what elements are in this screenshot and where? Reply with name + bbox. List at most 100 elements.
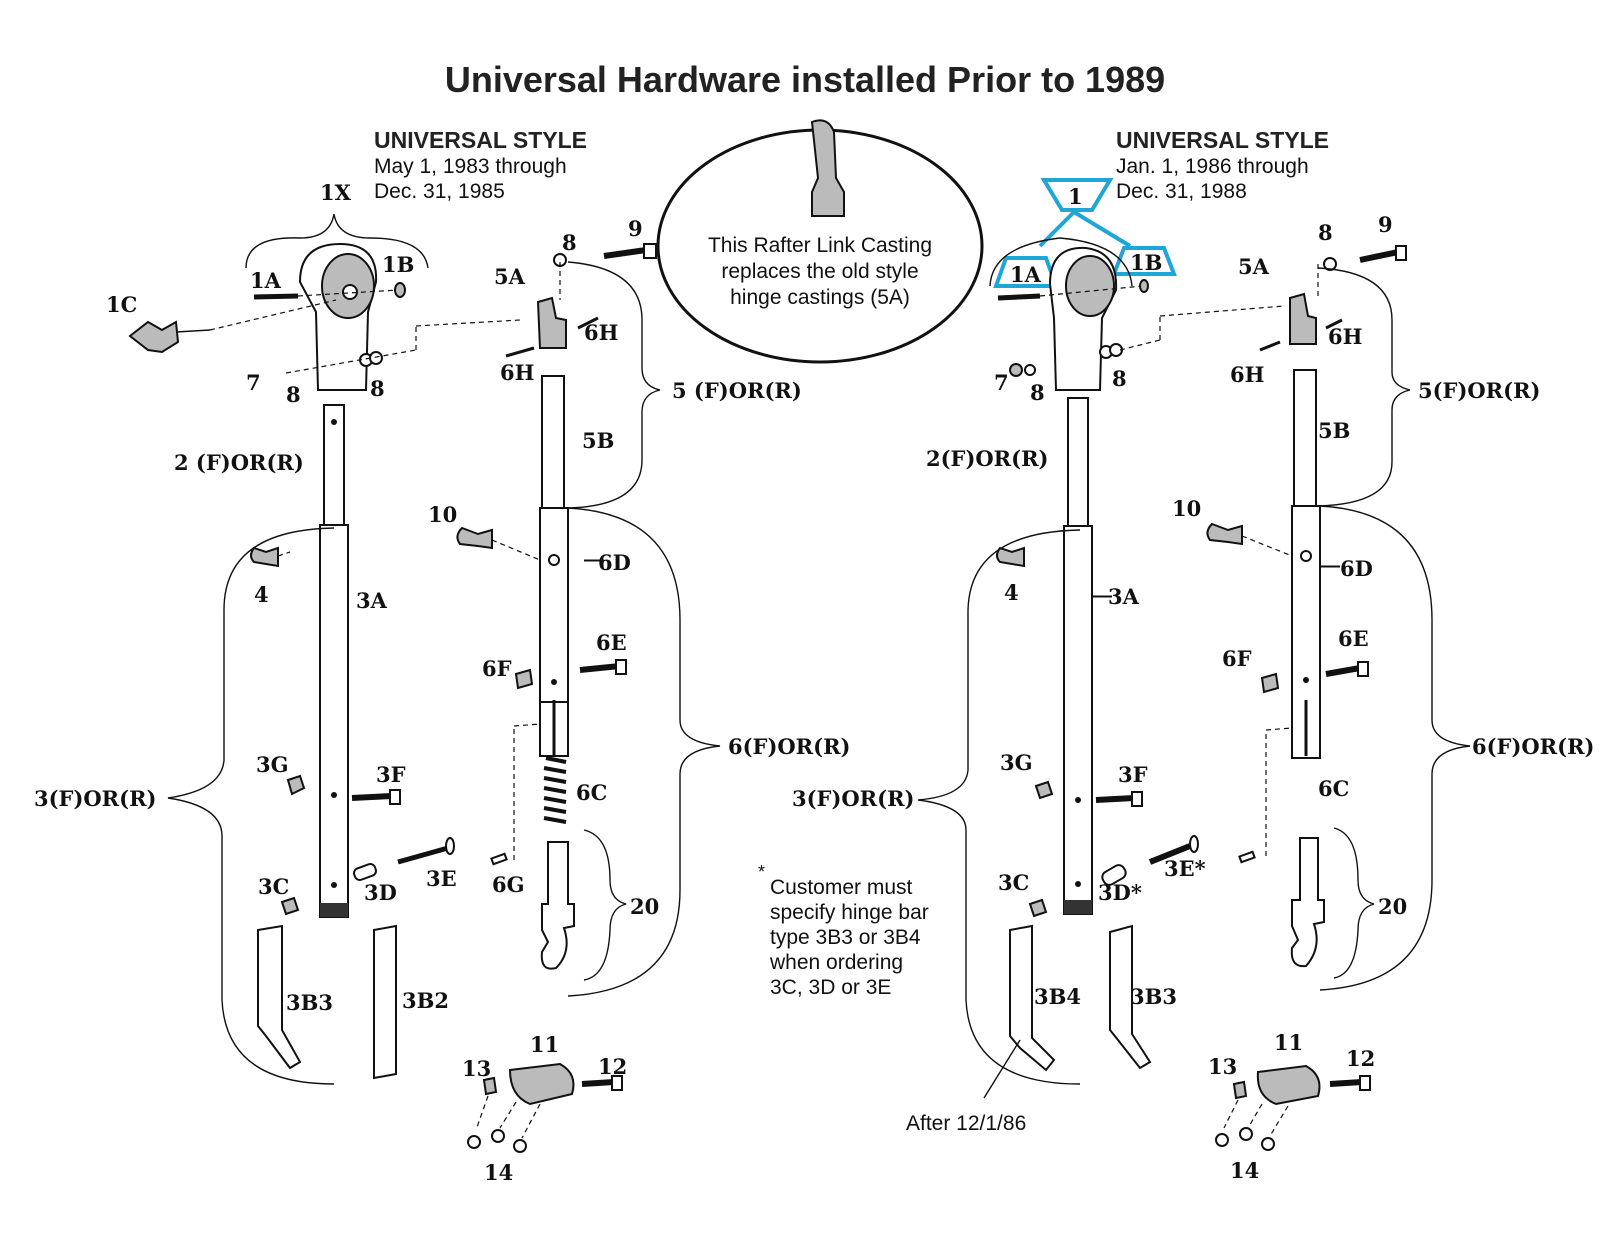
label-6: 6(F)OR(R) (728, 734, 850, 759)
bar-5b-icon (541, 375, 565, 509)
right-assembly (917, 178, 1471, 1151)
note-line5: 3C, 3D or 3E (770, 976, 891, 999)
label-3g-right: 3G (1000, 750, 1033, 775)
bar-2-right-icon (1067, 397, 1089, 527)
label-6c: 6C (576, 780, 607, 805)
label-13: 13 (462, 1056, 491, 1081)
label-6d: 6D (598, 550, 631, 575)
hinge-bar-3b3-icon (257, 924, 302, 1070)
label-1a-right: 1A (1010, 262, 1042, 287)
rafter-link-casting-icon (810, 119, 845, 217)
label-12: 12 (598, 1054, 627, 1079)
label-3g: 3G (256, 752, 289, 777)
label-6h-b: 6H (500, 360, 534, 385)
note-star: * (758, 862, 765, 882)
label-1x: 1X (320, 180, 352, 205)
bar-6d-icon (539, 507, 569, 703)
label-10: 10 (428, 502, 457, 527)
label-8b-right: 8 (1112, 366, 1127, 391)
label-6d-right: 6D (1340, 556, 1373, 581)
label-3e-right: 3E* (1164, 856, 1206, 881)
label-3b2: 3B2 (402, 988, 449, 1013)
label-3e: 3E (426, 866, 457, 891)
customer-note: * Customer must specify hinge bar type 3… (758, 862, 929, 999)
left-assembly (128, 213, 721, 1153)
callout-line2: replaces the old style (721, 260, 918, 283)
note-line4: when ordering (769, 951, 903, 974)
label-6-right: 6(F)OR(R) (1472, 734, 1594, 759)
label-5a: 5A (494, 264, 526, 289)
label-3c-right: 3C (998, 870, 1029, 895)
callout-line3: hinge castings (5A) (730, 286, 910, 309)
label-1b-right: 1B (1130, 250, 1162, 275)
label-1: 1 (1068, 184, 1083, 209)
label-20-right: 20 (1378, 894, 1407, 919)
label-3b3-right: 3B3 (1130, 984, 1177, 1009)
label-5-right: 5(F)OR(R) (1418, 378, 1540, 403)
bar-3a-right-icon (1063, 525, 1093, 915)
label-10-right: 10 (1172, 496, 1201, 521)
label-3d: 3D (364, 880, 397, 905)
label-4: 4 (254, 582, 269, 607)
right-date-line1: Jan. 1, 1986 through (1116, 155, 1309, 178)
label-1a: 1A (250, 268, 282, 293)
label-12-right: 12 (1346, 1046, 1375, 1071)
label-3c: 3C (258, 874, 289, 899)
label-1b: 1B (382, 252, 414, 277)
label-6h-b-right: 6H (1230, 362, 1264, 387)
label-14: 14 (484, 1160, 513, 1185)
label-6e-right: 6E (1338, 626, 1369, 651)
label-9-right: 9 (1378, 212, 1393, 237)
highlight-1b-icon (1111, 246, 1177, 276)
label-3b3: 3B3 (286, 990, 333, 1015)
after-date-note: After 12/1/86 (906, 1112, 1026, 1135)
label-8c: 8 (562, 230, 577, 255)
label-11: 11 (530, 1032, 559, 1057)
label-11-right: 11 (1274, 1030, 1303, 1055)
note-line3: type 3B3 or 3B4 (770, 926, 921, 949)
label-5: 5 (F)OR(R) (672, 378, 802, 403)
label-6f-right: 6F (1222, 646, 1252, 671)
bracket-1x (245, 213, 429, 269)
label-3f-right: 3F (1118, 762, 1148, 787)
svg-text:—: — (1320, 555, 1340, 577)
mount-plate-11-icon (508, 1062, 575, 1106)
label-3a: 3A (356, 588, 388, 613)
left-style-title: UNIVERSAL STYLE (374, 127, 587, 153)
hinge-casting-5a-icon (536, 296, 567, 349)
left-labels: 1X 1A 1B 1C 7 8 8 2 (F)OR(R) 4 3A 3G 3F … (34, 180, 850, 1185)
label-5b: 5B (582, 428, 614, 453)
label-6h-a-right: 6H (1328, 324, 1362, 349)
label-2-right: 2(F)OR(R) (926, 446, 1048, 471)
hinge-bar-3b3-right-icon (1109, 924, 1152, 1070)
label-7-right: 7 (994, 370, 1009, 395)
rafter-link-callout: This Rafter Link Casting replaces the ol… (656, 119, 984, 364)
label-8b: 8 (370, 376, 385, 401)
label-6g: 6G (492, 872, 525, 897)
svg-text:—: — (1092, 585, 1112, 607)
label-6e: 6E (596, 630, 627, 655)
label-3-right: 3(F)OR(R) (792, 786, 914, 811)
label-3b4: 3B4 (1034, 984, 1081, 1009)
label-8a: 8 (286, 382, 301, 407)
knob-1c-icon (128, 320, 180, 354)
label-8c-right: 8 (1318, 220, 1333, 245)
label-14-right: 14 (1230, 1158, 1259, 1183)
label-4-right: 4 (1004, 580, 1019, 605)
label-13-right: 13 (1208, 1054, 1237, 1079)
label-6c-right: 6C (1318, 776, 1349, 801)
diagram-title: Universal Hardware installed Prior to 19… (445, 59, 1165, 100)
label-2: 2 (F)OR(R) (174, 450, 304, 475)
bar-3a-icon (319, 524, 349, 918)
label-20: 20 (630, 894, 659, 919)
label-6f: 6F (482, 656, 512, 681)
label-3a-right: 3A (1108, 584, 1140, 609)
svg-text:—: — (584, 549, 604, 571)
label-8a-right: 8 (1030, 380, 1045, 405)
right-date-line2: Dec. 31, 1988 (1116, 180, 1247, 203)
label-9: 9 (628, 216, 643, 241)
spring-6c-icon (543, 756, 567, 824)
label-1c: 1C (106, 292, 137, 317)
